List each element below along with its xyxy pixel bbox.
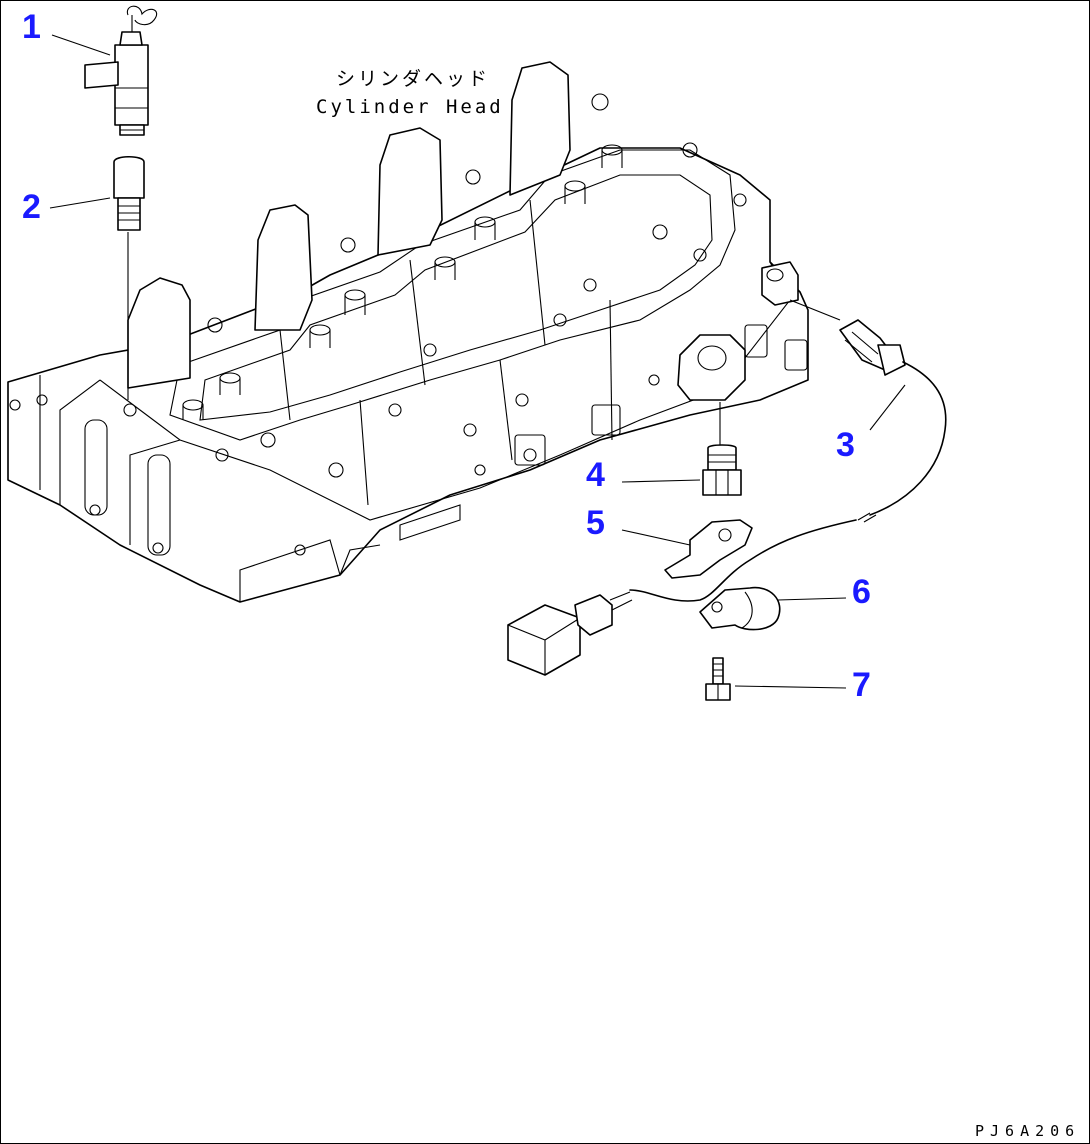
leader-lines xyxy=(49,34,906,689)
part-2-fitting xyxy=(113,155,145,231)
part-3-sensor xyxy=(629,319,947,602)
callout-7: 7 xyxy=(852,666,871,704)
connector xyxy=(507,591,633,676)
callout-4: 4 xyxy=(586,456,605,494)
callout-2: 2 xyxy=(22,188,41,226)
part-label-en: Cylinder Head xyxy=(316,96,504,118)
cylinder-head-drawing xyxy=(7,61,809,603)
part-label-jp: シリンダヘッド xyxy=(336,68,491,90)
callout-6: 6 xyxy=(852,573,871,611)
callout-1: 1 xyxy=(22,8,41,46)
part-4-plug xyxy=(702,444,742,496)
drawing-code: PJ6A206 xyxy=(975,1122,1081,1140)
part-6-clamp xyxy=(699,586,781,631)
callout-5: 5 xyxy=(586,504,605,542)
callout-3: 3 xyxy=(836,426,855,464)
part-7-bolt xyxy=(705,657,731,701)
part-1-sensor xyxy=(84,5,158,136)
part-5-bracket xyxy=(664,519,753,579)
